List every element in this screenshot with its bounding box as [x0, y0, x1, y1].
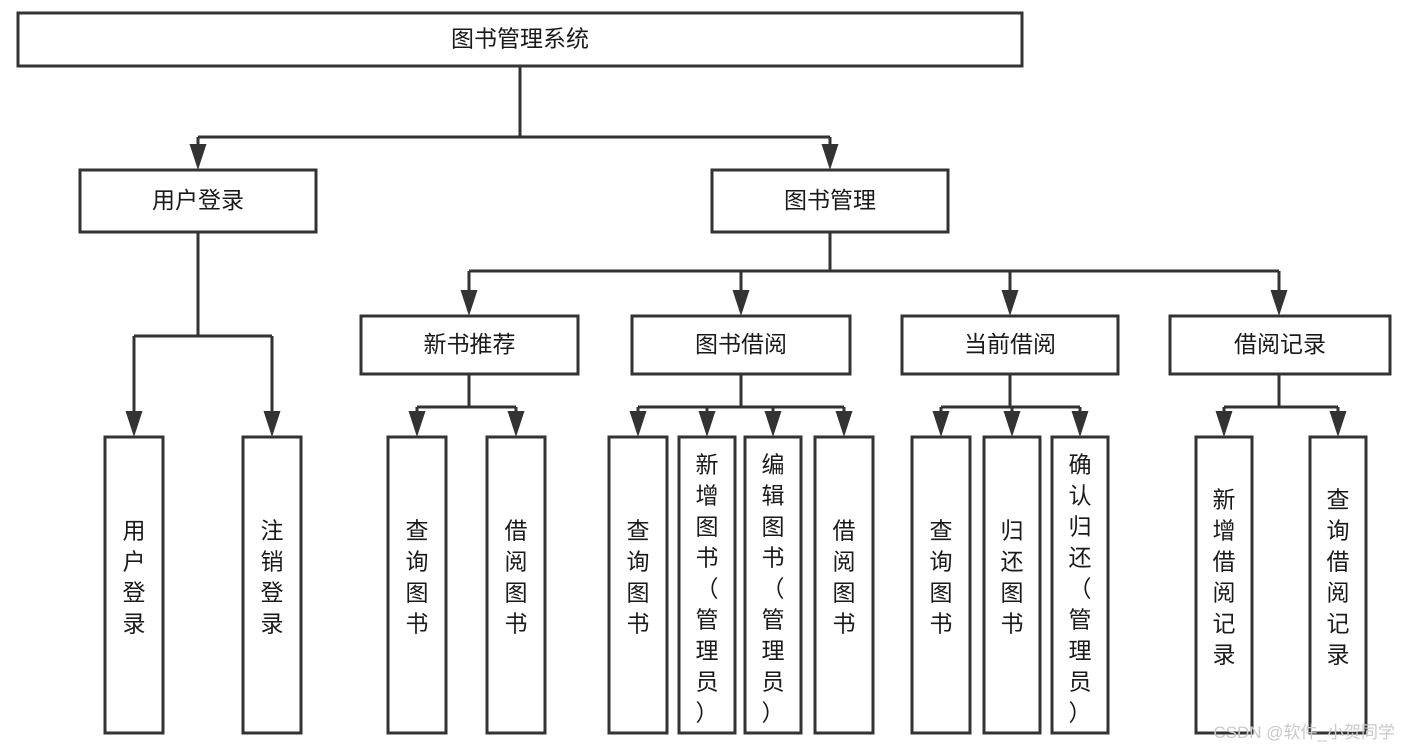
node-label: 新书推荐 [424, 331, 516, 357]
connector-user-login-to-leaves [125, 232, 281, 437]
connector-record-to-leaves [1215, 374, 1347, 437]
node-label: 查询图书 [930, 518, 953, 637]
nodes-layer: 图书管理系统用户登录图书管理新书推荐图书借阅当前借阅借阅记录用户登录注销登录查询… [16, 11, 1392, 735]
node-label: 借阅图书 [833, 518, 856, 637]
node-label: 新增借阅记录 [1213, 487, 1236, 668]
node-leaf-logout-login[interactable]: 注销登录 [241, 435, 303, 735]
node-leaf-borrow-book[interactable]: 借阅图书 [813, 435, 875, 735]
node-borrow-record[interactable]: 借阅记录 [1168, 314, 1392, 376]
node-label: 查询图书 [406, 518, 429, 637]
node-leaf-return-book[interactable]: 归还图书 [982, 435, 1042, 735]
connectors-layer [125, 66, 1347, 437]
node-label: 图书管理 [784, 187, 876, 213]
node-label: 借阅图书 [505, 518, 528, 637]
node-book-borrow[interactable]: 图书借阅 [630, 314, 852, 376]
node-label: 用户登录 [123, 518, 146, 637]
node-label: 查询借阅记录 [1327, 487, 1350, 668]
node-new-book-recommend[interactable]: 新书推荐 [359, 314, 580, 376]
node-leaf-borrow-book-recommend[interactable]: 借阅图书 [485, 435, 547, 735]
node-label: 查询图书 [627, 518, 650, 637]
connector-book-management-to-level3 [460, 232, 1288, 316]
node-leaf-query-book-borrow[interactable]: 查询图书 [607, 435, 669, 735]
node-label: 新增图书（管理员） [696, 452, 719, 726]
node-label: 编辑图书（管理员） [762, 452, 785, 726]
node-label: 图书借阅 [695, 331, 787, 357]
node-label: 图书管理系统 [451, 26, 589, 52]
node-leaf-edit-book-admin[interactable]: 编辑图书（管理员） [743, 435, 803, 735]
connector-root-to-level2 [189, 66, 839, 170]
node-user-login[interactable]: 用户登录 [78, 168, 318, 234]
node-label: 确认归还（管理员） [1069, 452, 1092, 726]
node-root[interactable]: 图书管理系统 [16, 11, 1024, 68]
node-leaf-confirm-return-admin[interactable]: 确认归还（管理员） [1050, 435, 1110, 735]
connector-borrow-to-leaves [629, 374, 853, 437]
connector-current-to-leaves [932, 374, 1089, 437]
node-label: 注销登录 [261, 518, 284, 637]
node-book-management[interactable]: 图书管理 [710, 168, 950, 234]
node-label: 用户登录 [152, 187, 244, 213]
node-leaf-user-login[interactable]: 用户登录 [103, 435, 165, 735]
node-leaf-query-book-current[interactable]: 查询图书 [910, 435, 972, 735]
node-leaf-query-borrow-record[interactable]: 查询借阅记录 [1308, 435, 1368, 735]
node-label: 归还图书 [1001, 518, 1024, 637]
connector-recommend-to-leaves [408, 374, 525, 437]
node-leaf-add-borrow-record[interactable]: 新增借阅记录 [1194, 435, 1254, 735]
node-label: 当前借阅 [964, 331, 1056, 357]
node-current-borrow[interactable]: 当前借阅 [900, 314, 1120, 376]
node-label: 借阅记录 [1234, 331, 1326, 357]
node-leaf-add-book-admin[interactable]: 新增图书（管理员） [677, 435, 737, 735]
node-leaf-query-book-recommend[interactable]: 查询图书 [386, 435, 448, 735]
